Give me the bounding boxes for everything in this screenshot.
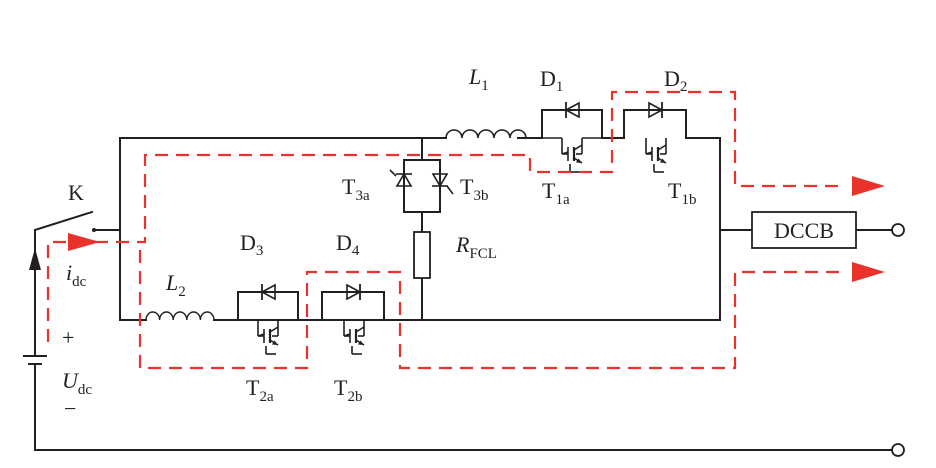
module-t2a-d3 — [237, 283, 299, 356]
terminal-icon — [891, 443, 905, 457]
igbt-icon — [644, 136, 668, 174]
label-d3: D3 — [240, 230, 263, 259]
label-d2: D2 — [664, 66, 687, 95]
terminal-icon — [891, 223, 905, 237]
inductor-icon — [145, 311, 215, 321]
module-t2b-d4 — [321, 283, 385, 356]
current-arrow-icon — [29, 248, 41, 330]
label-t1b: T1b — [668, 178, 696, 208]
igbt-icon — [342, 318, 366, 356]
module-t1b-d2 — [623, 101, 687, 174]
label-k: K — [68, 180, 84, 205]
label-d4: D4 — [336, 230, 360, 259]
label-idc: idc — [66, 260, 87, 290]
current-path-upper — [46, 90, 885, 342]
label-l2: L2 — [165, 270, 186, 300]
label-t2a: T2a — [246, 375, 274, 405]
circuit-wires — [34, 137, 899, 451]
label-t3b: T3b — [460, 174, 488, 204]
label-udc: Udc — [62, 368, 92, 398]
current-path-lower — [138, 250, 885, 370]
igbt-icon — [560, 136, 584, 174]
dccb-label: DCCB — [774, 218, 834, 243]
current-arrow-icon — [68, 233, 100, 251]
switch-icon — [33, 210, 96, 232]
inductor-icon — [445, 129, 527, 139]
label-l1: L1 — [468, 64, 489, 94]
dccb-box: DCCB — [751, 211, 857, 249]
thyristor-icon — [389, 159, 454, 213]
label-plus: + — [62, 325, 74, 350]
label-t1a: T1a — [542, 178, 570, 208]
label-minus: − — [64, 396, 76, 421]
label-t3a: T3a — [342, 174, 370, 204]
label-rfcl: RFCL — [455, 232, 497, 262]
module-t1a-d1 — [541, 101, 603, 174]
label-d1: D1 — [540, 66, 563, 95]
igbt-icon — [256, 318, 280, 356]
resistor-icon — [413, 231, 431, 279]
battery-icon — [23, 355, 47, 365]
label-t2b: T2b — [334, 375, 362, 405]
